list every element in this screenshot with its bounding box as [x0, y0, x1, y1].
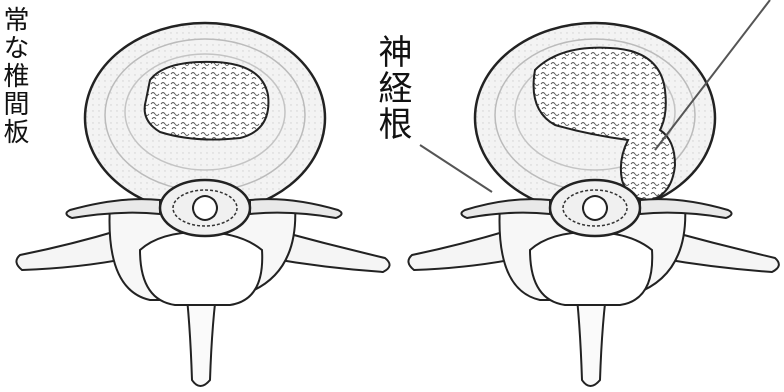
spinal-canal	[140, 232, 262, 305]
nucleus-pulposus	[145, 62, 269, 140]
normal-disc-label: 常な椎間板	[0, 6, 28, 146]
nerve-root-leader-line	[420, 145, 492, 192]
normal-vertebra	[16, 23, 389, 386]
nerve-root-label: 神経根	[374, 34, 410, 142]
herniated-vertebra	[408, 23, 778, 386]
spinal-canal-2	[530, 232, 652, 305]
